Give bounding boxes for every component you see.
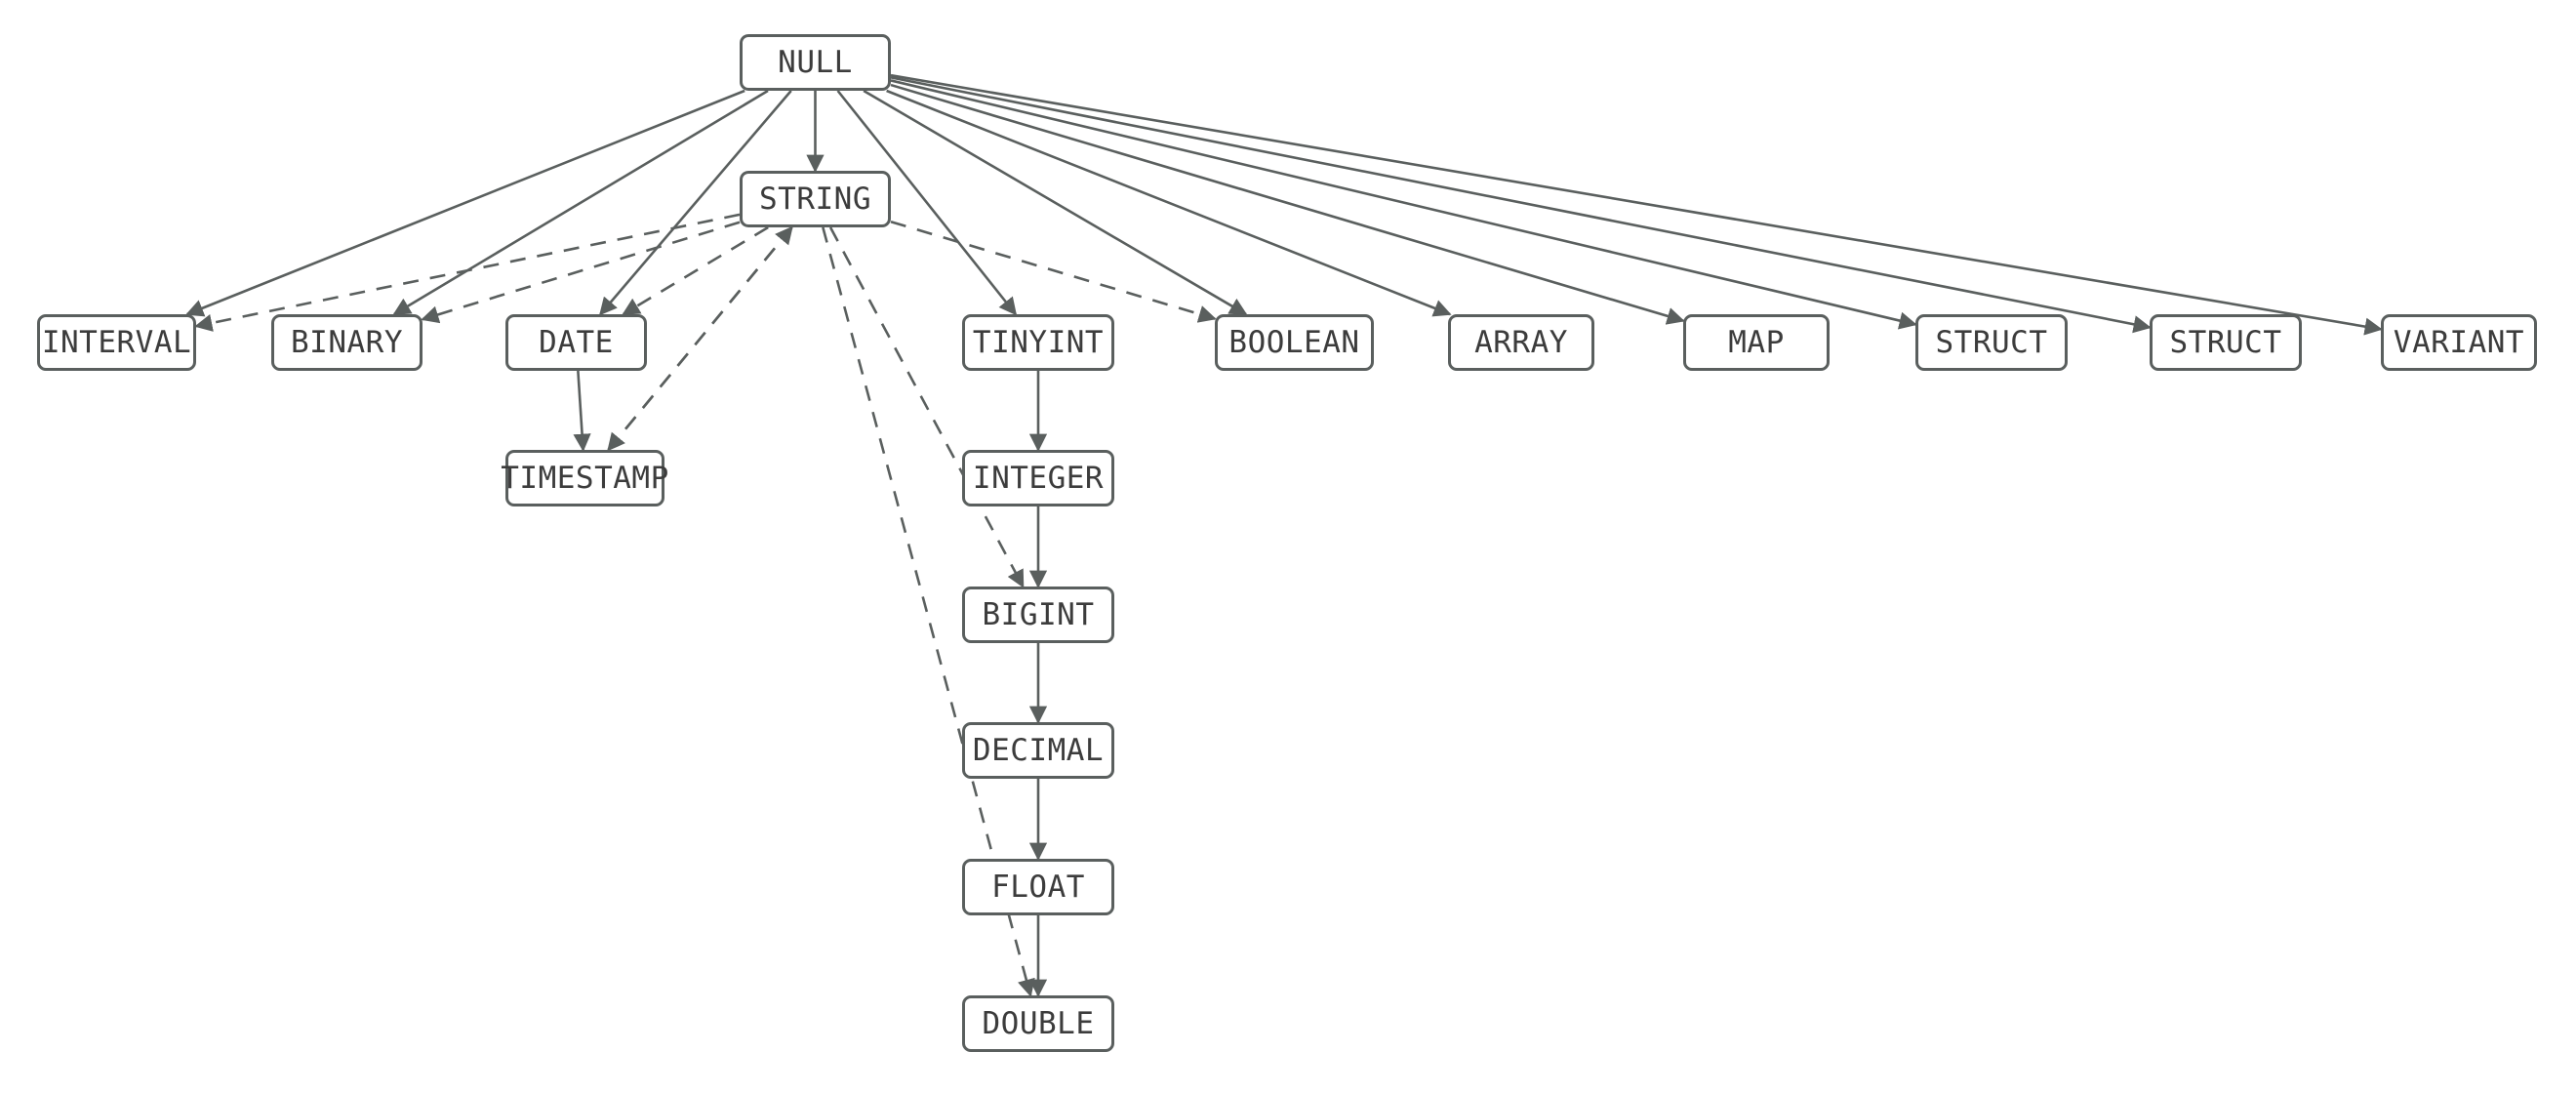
edge-null-to-date <box>599 90 792 316</box>
edge-string-to-boolean <box>890 220 1217 323</box>
node-date[interactable]: DATE <box>505 314 647 371</box>
edge-string-to-binary <box>421 221 741 324</box>
node-label: TINYINT <box>972 325 1105 360</box>
edge-null-to-interval <box>185 89 745 317</box>
node-label: TIMESTAMP <box>501 461 669 496</box>
node-label: BINARY <box>291 325 403 360</box>
edge-string-to-bigint <box>828 226 1025 588</box>
edge-string-to-date <box>622 225 769 316</box>
node-float[interactable]: FLOAT <box>962 859 1114 915</box>
edges-group <box>185 73 2383 997</box>
node-map[interactable]: MAP <box>1683 314 1830 371</box>
node-label: BIGINT <box>982 597 1095 632</box>
edge-null-to-binary <box>392 89 769 316</box>
node-label: STRING <box>759 182 871 217</box>
edge-null-to-map <box>890 83 1685 325</box>
node-label: INTEGER <box>972 461 1105 496</box>
edge-null-to-struct-2 <box>890 76 2152 334</box>
node-bigint[interactable]: BIGINT <box>962 587 1114 643</box>
edge-null-to-boolean <box>863 89 1248 316</box>
node-label: DECIMAL <box>972 733 1105 768</box>
node-string[interactable]: STRING <box>740 171 891 227</box>
edge-null-to-struct-1 <box>890 79 1917 330</box>
node-label: BOOLEAN <box>1228 325 1360 360</box>
node-label: NULL <box>778 45 853 80</box>
edge-null-to-tinyint <box>836 90 1018 316</box>
node-label: INTERVAL <box>41 325 192 360</box>
node-interval[interactable]: INTERVAL <box>37 314 196 371</box>
node-struct-2[interactable]: STRUCT <box>2150 314 2302 371</box>
node-label: DATE <box>539 325 614 360</box>
edge-null-to-array <box>886 89 1452 317</box>
node-label: STRUCT <box>2169 325 2282 360</box>
node-label: VARIANT <box>2393 325 2525 360</box>
node-tinyint[interactable]: TINYINT <box>962 314 1114 371</box>
edge-timestamp-to-string <box>607 225 793 451</box>
node-label: FLOAT <box>991 870 1085 905</box>
edge-null-to-variant <box>890 73 2383 336</box>
node-variant[interactable]: VARIANT <box>2381 314 2537 371</box>
node-integer[interactable]: INTEGER <box>962 450 1114 506</box>
node-timestamp[interactable]: TIMESTAMP <box>501 450 668 506</box>
edge-date-to-timestamp <box>573 370 591 452</box>
edge-string-to-interval <box>194 213 741 332</box>
node-label: MAP <box>1728 325 1785 360</box>
node-double[interactable]: DOUBLE <box>962 995 1114 1052</box>
node-boolean[interactable]: BOOLEAN <box>1215 314 1374 371</box>
node-array[interactable]: ARRAY <box>1448 314 1594 371</box>
node-decimal[interactable]: DECIMAL <box>962 722 1114 779</box>
node-label: STRUCT <box>1935 325 2048 360</box>
node-label: DOUBLE <box>982 1006 1095 1041</box>
node-null[interactable]: NULL <box>740 34 891 91</box>
node-binary[interactable]: BINARY <box>271 314 423 371</box>
node-struct-1[interactable]: STRUCT <box>1915 314 2068 371</box>
node-label: ARRAY <box>1474 325 1568 360</box>
